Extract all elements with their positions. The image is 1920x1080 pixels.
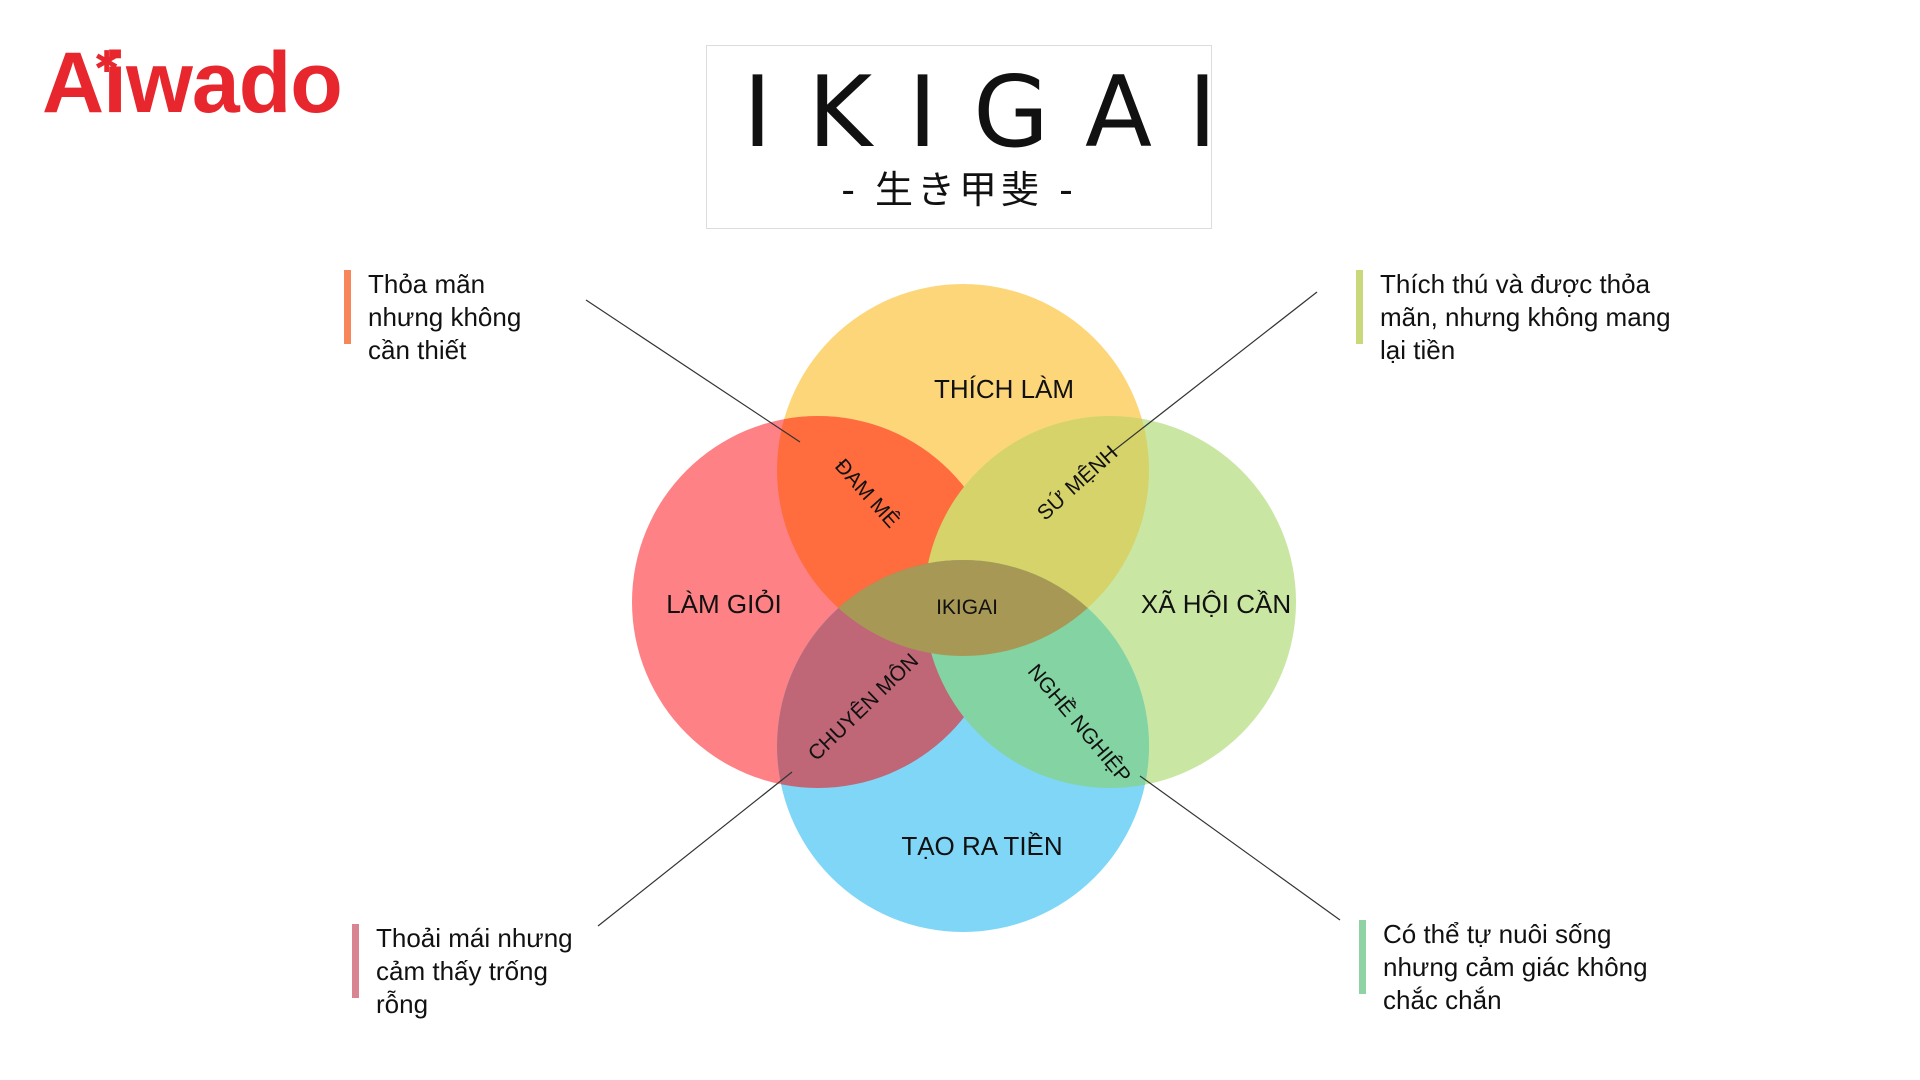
note-passion-text: Thỏa mãn nhưng không cần thiết <box>368 269 522 365</box>
connector-vocation <box>1139 775 1341 921</box>
note-passion-bar <box>344 270 351 344</box>
connector-profession <box>597 771 793 927</box>
note-vocation: Có thể tự nuôi sống nhưng cảm giác không… <box>1359 918 1648 1017</box>
label-paid: TẠO RA TIỀN <box>901 831 1062 861</box>
label-love: THÍCH LÀM <box>934 374 1074 404</box>
note-vocation-text: Có thể tự nuôi sống nhưng cảm giác không… <box>1383 919 1648 1015</box>
note-profession-text: Thoải mái nhưng cảm thấy trống rỗng <box>376 923 573 1019</box>
title-box: IKIGAI - 生き甲斐 - <box>706 45 1253 229</box>
note-mission-bar <box>1356 270 1363 344</box>
note-mission: Thích thú và được thỏa mãn, nhưng không … <box>1356 268 1671 367</box>
label-need: XÃ HỘI CẦN <box>1141 589 1291 619</box>
note-mission-text: Thích thú và được thỏa mãn, nhưng không … <box>1380 269 1671 365</box>
logo-star-icon: ✱ <box>94 46 119 79</box>
page-subtitle: - 生き甲斐 - <box>841 167 1077 212</box>
label-center: IKIGAI <box>936 596 998 619</box>
note-passion: Thỏa mãn nhưng không cần thiết <box>344 268 521 367</box>
note-profession-bar <box>352 924 359 998</box>
connector-mission <box>1111 291 1318 453</box>
note-profession: Thoải mái nhưng cảm thấy trống rỗng <box>352 922 573 1021</box>
label-good: LÀM GIỎI <box>666 588 782 619</box>
page-title: IKIGAI <box>743 56 1253 170</box>
note-vocation-bar <box>1359 920 1366 994</box>
aiwado-logo: Aiwado ✱ <box>42 40 343 126</box>
connector-passion <box>585 299 801 443</box>
logo-text: Aiwado <box>42 35 343 131</box>
